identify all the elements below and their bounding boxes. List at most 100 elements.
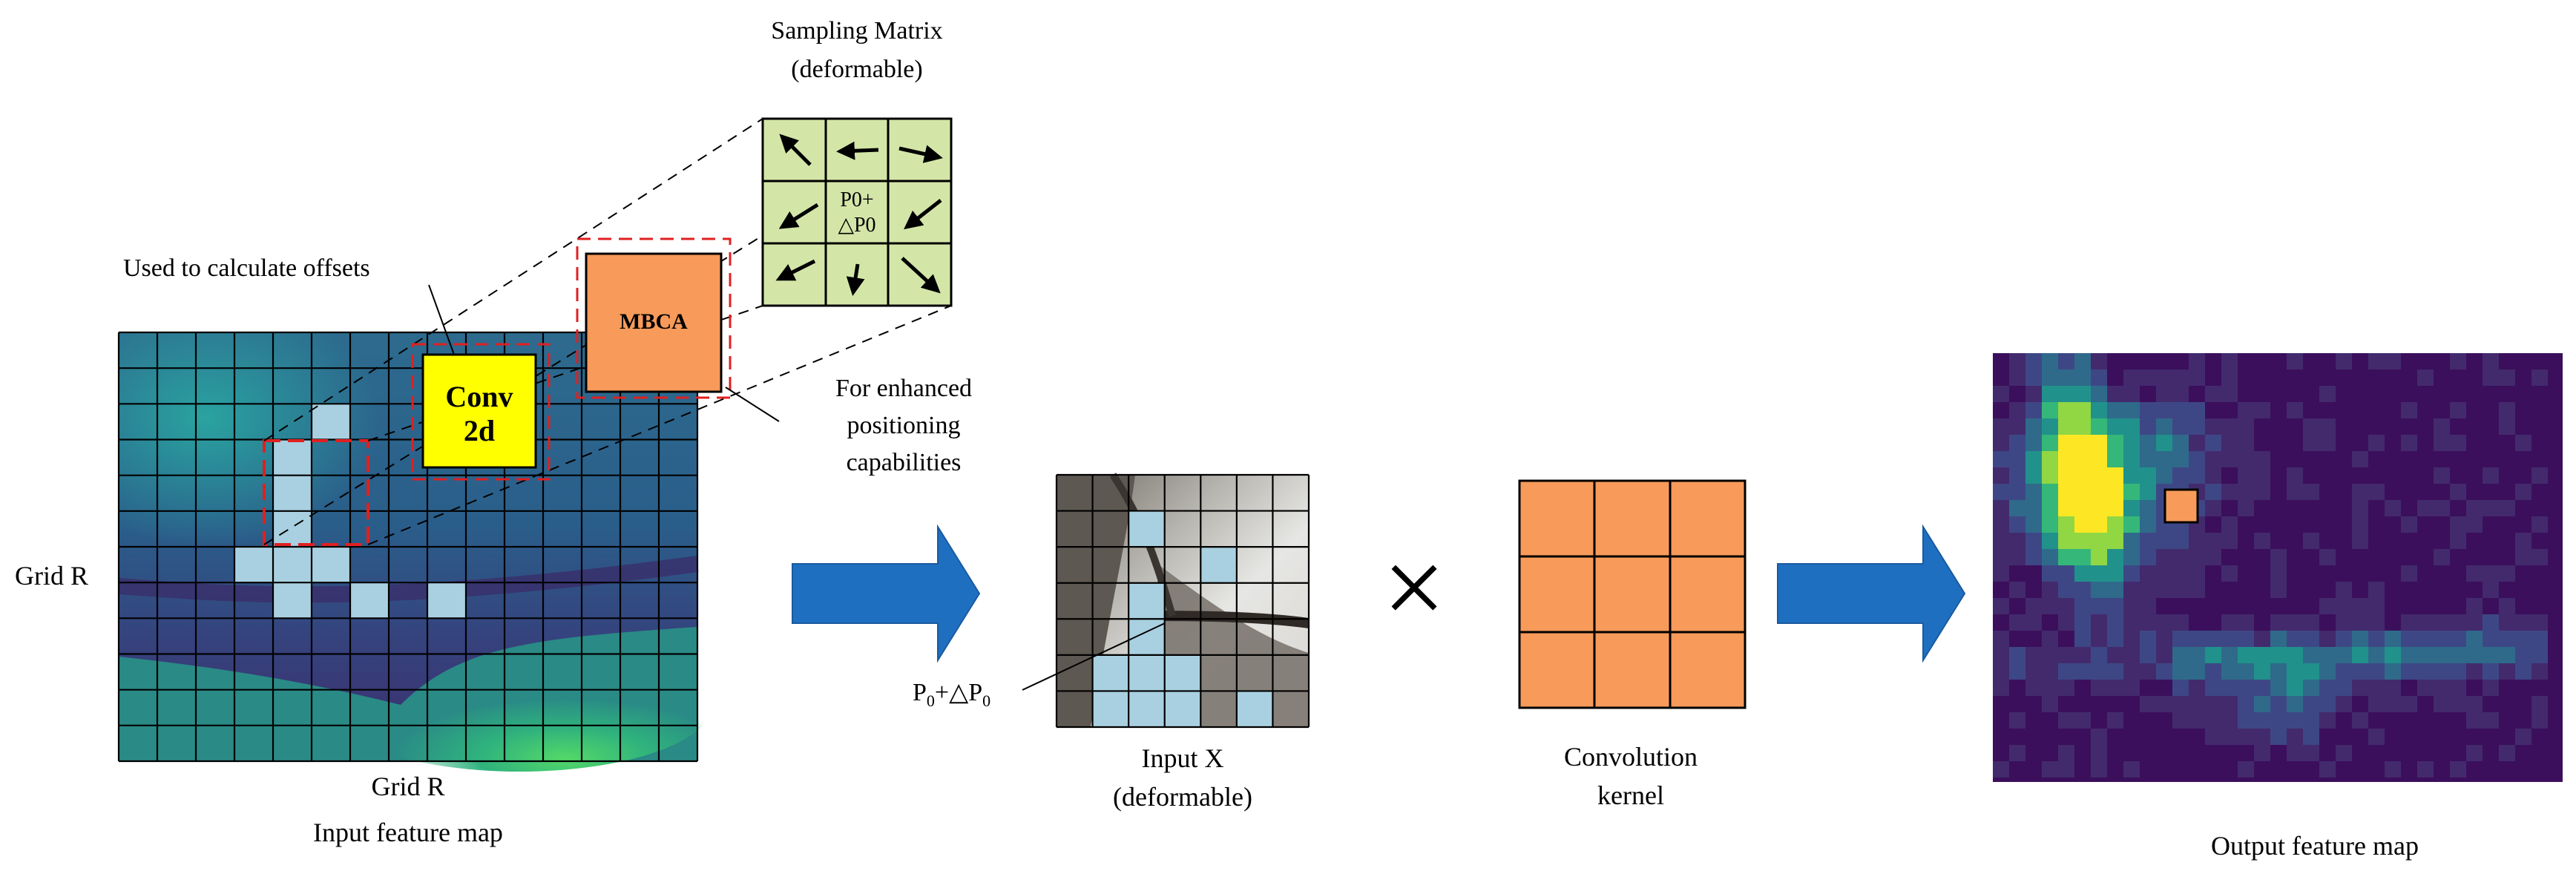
heat-cell bbox=[1993, 500, 2009, 516]
heat-cell bbox=[2042, 500, 2058, 516]
heat-cell bbox=[2074, 631, 2091, 647]
heat-cell bbox=[2091, 549, 2107, 565]
heat-cell bbox=[2287, 484, 2303, 500]
heat-cell bbox=[2172, 696, 2189, 712]
heat-cell bbox=[2401, 565, 2417, 582]
enhanced-pointer bbox=[725, 387, 780, 422]
heat-cell bbox=[2336, 680, 2352, 696]
heat-cell bbox=[2238, 631, 2254, 647]
heat-cell bbox=[2189, 663, 2205, 680]
heat-cell bbox=[2385, 353, 2401, 369]
heat-cell bbox=[2515, 484, 2531, 500]
heat-cell bbox=[2287, 729, 2303, 745]
sample-cell bbox=[1236, 691, 1273, 727]
heat-cell bbox=[2189, 631, 2205, 647]
conv2d-label: Conv bbox=[445, 380, 513, 413]
receptive-field-box bbox=[263, 439, 369, 546]
heat-cell bbox=[2450, 663, 2466, 680]
heat-cell bbox=[2385, 696, 2401, 712]
heat-cell bbox=[2140, 663, 2156, 680]
heat-cell bbox=[2189, 647, 2205, 663]
heat-cell bbox=[2042, 516, 2058, 533]
heat-cell bbox=[2270, 614, 2287, 631]
heat-cell bbox=[2466, 516, 2483, 533]
heat-cell bbox=[2042, 402, 2058, 418]
heat-cell bbox=[2042, 533, 2058, 549]
heat-cell bbox=[2074, 467, 2091, 484]
heat-cell bbox=[2123, 598, 2140, 614]
heat-cell bbox=[2123, 451, 2140, 467]
kernel-caption: Convolution bbox=[1564, 742, 1698, 772]
heat-cell bbox=[2074, 598, 2091, 614]
heat-cell bbox=[2042, 582, 2058, 598]
heat-cell bbox=[2156, 696, 2172, 712]
heat-cell bbox=[2368, 435, 2385, 451]
heat-cell bbox=[2091, 500, 2107, 516]
heat-cell bbox=[2189, 680, 2205, 696]
heat-cell bbox=[2172, 712, 2189, 729]
heat-cell bbox=[2058, 451, 2074, 467]
heat-cell bbox=[2515, 631, 2531, 647]
heat-cell bbox=[2483, 631, 2499, 647]
heat-cell bbox=[2336, 696, 2352, 712]
heat-cell bbox=[2499, 565, 2515, 582]
heat-cell bbox=[2205, 451, 2221, 467]
heat-cell bbox=[2254, 631, 2270, 647]
heat-cell bbox=[2091, 647, 2107, 663]
heat-cell bbox=[2287, 696, 2303, 712]
heat-cell bbox=[2074, 435, 2091, 451]
heat-cell bbox=[2319, 696, 2336, 712]
heat-cell bbox=[2499, 598, 2515, 614]
heat-cell bbox=[2058, 418, 2074, 435]
heat-cell bbox=[2499, 631, 2515, 647]
heat-cell bbox=[2254, 680, 2270, 696]
heat-cell bbox=[2401, 402, 2417, 418]
heat-cell bbox=[2172, 533, 2189, 549]
heat-cell bbox=[2221, 631, 2238, 647]
heat-cell bbox=[2319, 435, 2336, 451]
matrix-center-label: P0+ bbox=[840, 188, 873, 211]
sample-cell bbox=[312, 547, 350, 583]
heat-cell bbox=[2042, 418, 2058, 435]
heat-cell bbox=[2205, 467, 2221, 484]
heat-cell bbox=[2091, 467, 2107, 484]
heat-cell bbox=[2238, 712, 2254, 729]
heat-cell bbox=[2303, 631, 2319, 647]
conv2d-block: Conv 2d bbox=[421, 353, 537, 469]
heat-cell bbox=[1993, 565, 2009, 582]
heat-cell bbox=[2156, 614, 2172, 631]
heat-cell bbox=[2140, 500, 2156, 516]
heat-cell bbox=[2368, 598, 2385, 614]
p0-label: P0+△P0 bbox=[913, 679, 990, 710]
heat-cell bbox=[2417, 614, 2434, 631]
heat-cell bbox=[2238, 696, 2254, 712]
heat-cell bbox=[2221, 484, 2238, 500]
heat-cell bbox=[2156, 663, 2172, 680]
heat-cell bbox=[1993, 647, 2009, 663]
heat-cell bbox=[2058, 533, 2074, 549]
heat-cell bbox=[2319, 598, 2336, 614]
heat-cell bbox=[2156, 386, 2172, 402]
kernel-subcaption: kernel bbox=[1597, 780, 1664, 810]
heat-cell bbox=[2205, 663, 2221, 680]
heat-cell bbox=[2156, 631, 2172, 647]
heat-cell bbox=[2123, 386, 2140, 402]
heat-cell bbox=[2287, 680, 2303, 696]
heat-cell bbox=[2401, 516, 2417, 533]
heat-cell bbox=[2189, 369, 2205, 386]
heat-cell bbox=[2009, 712, 2025, 729]
heat-cell bbox=[2009, 451, 2025, 467]
heat-cell bbox=[2189, 353, 2205, 369]
heat-cell bbox=[2303, 647, 2319, 663]
heat-cell bbox=[2140, 631, 2156, 647]
sample-cell bbox=[1128, 654, 1165, 691]
heat-cell bbox=[2466, 598, 2483, 614]
heat-cell bbox=[2336, 598, 2352, 614]
heat-cell bbox=[2287, 647, 2303, 663]
heat-cell bbox=[2483, 647, 2499, 663]
heat-cell bbox=[2450, 353, 2466, 369]
input-x-subcaption: (deformable) bbox=[1113, 782, 1252, 812]
heat-cell bbox=[2238, 761, 2254, 778]
heat-cell bbox=[2466, 647, 2483, 663]
heat-cell bbox=[2352, 533, 2368, 549]
